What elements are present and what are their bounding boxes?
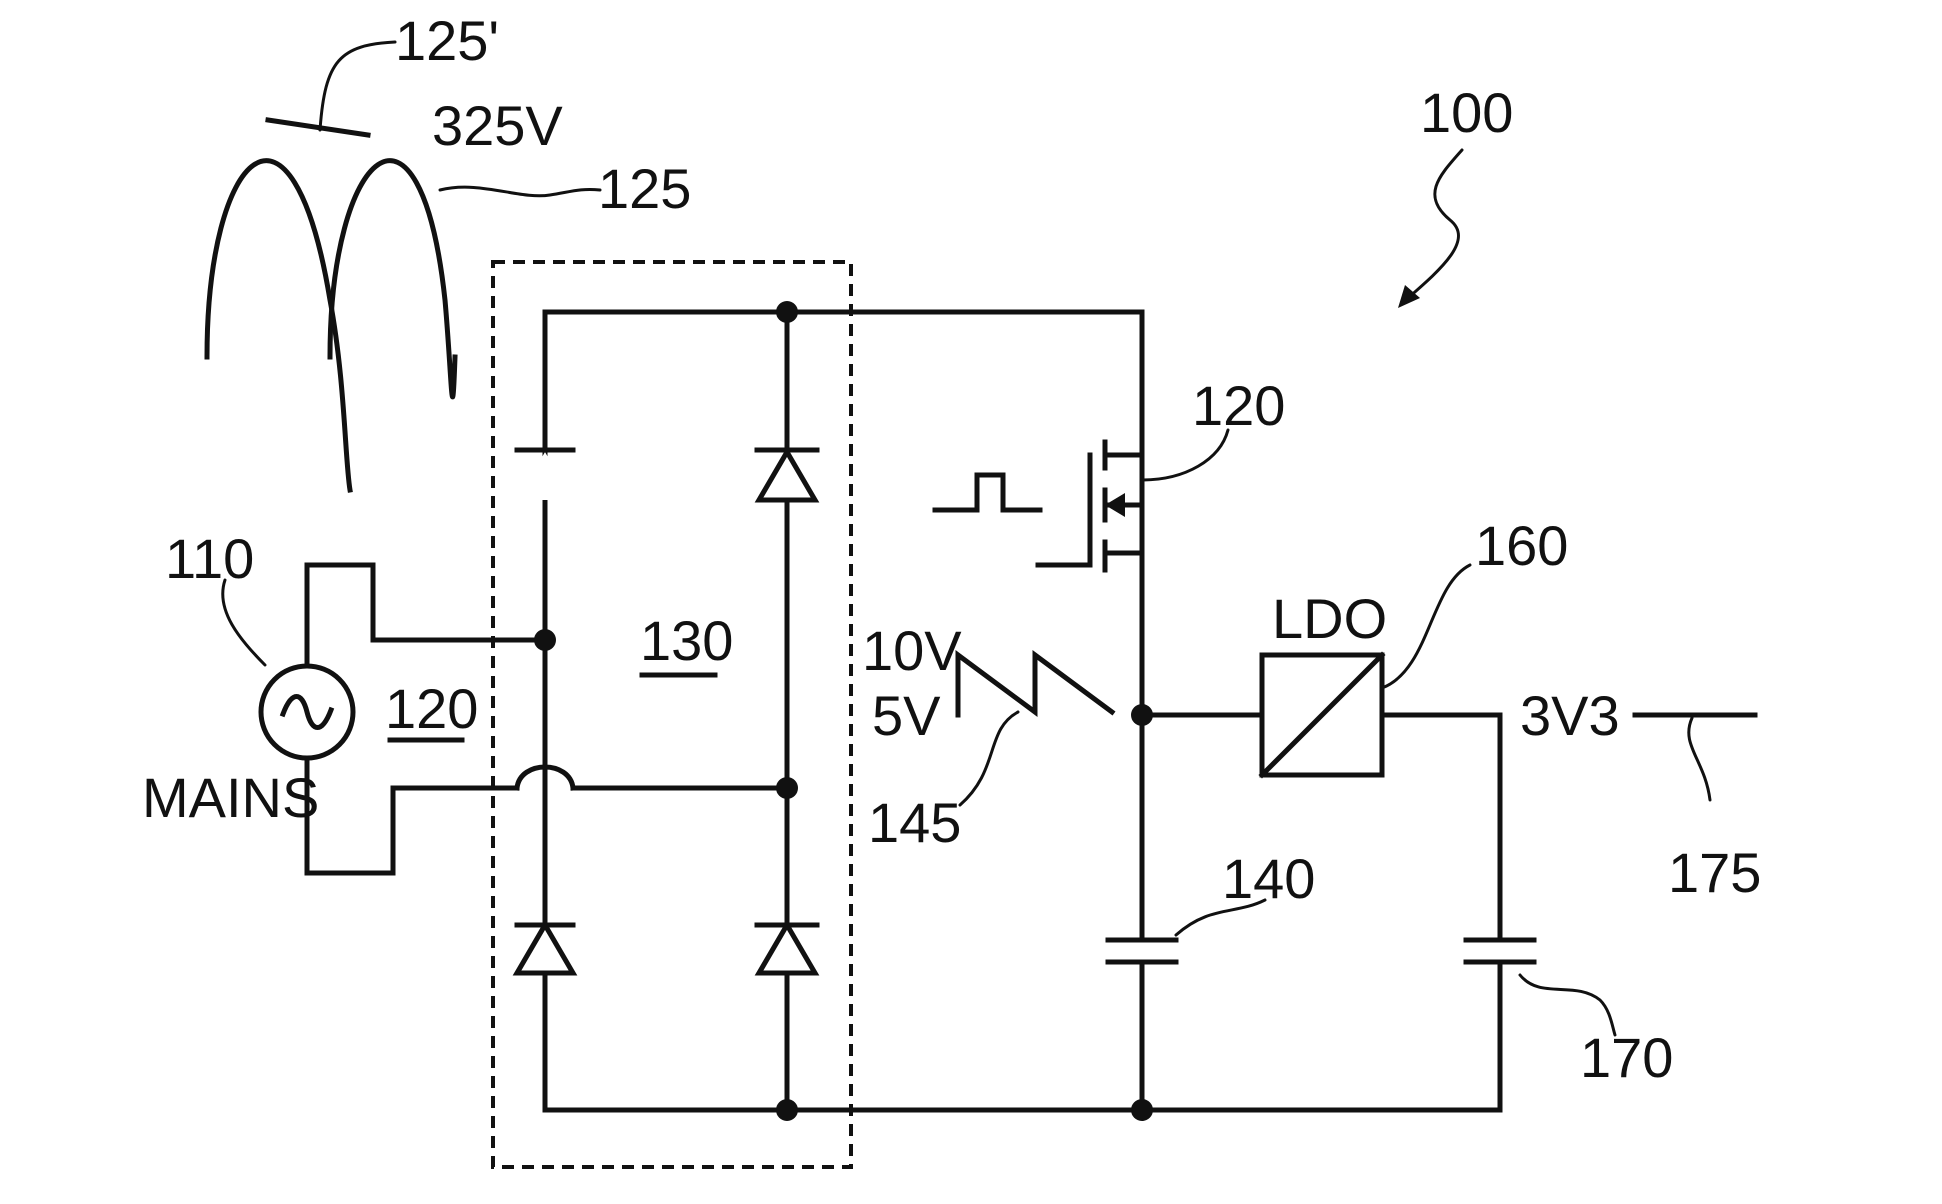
junction-right-leg <box>776 777 798 799</box>
comparator-label: 145 <box>868 791 961 854</box>
rectifier-label: 130 <box>640 609 733 672</box>
voltage-high-label: 10V <box>862 619 962 682</box>
comparator-symbol <box>958 655 1112 805</box>
hump-leader <box>320 42 395 130</box>
source-leader <box>223 580 265 665</box>
rectified-leader <box>440 187 600 196</box>
ldo-label: 160 <box>1475 514 1568 577</box>
reference-arrow <box>1398 150 1462 308</box>
ldo-name: LDO <box>1272 587 1387 650</box>
figure-reference-numeral: 100 <box>1420 81 1513 144</box>
diode-upper-left <box>517 450 573 500</box>
junction-top-rail <box>776 301 798 323</box>
switch-leader <box>1142 430 1228 480</box>
rectified-label: 125 <box>598 157 691 220</box>
mosfet-switch <box>935 430 1228 570</box>
output-voltage-label: 3V3 <box>1520 684 1620 747</box>
output-rail-label: 175 <box>1668 841 1761 904</box>
junction-bottom-rail-left <box>776 1099 798 1121</box>
diode-lower-left <box>517 925 573 973</box>
diode-upper-right <box>757 450 817 500</box>
hump-label: 125' <box>395 9 499 72</box>
peak-voltage-label: 325V <box>432 94 563 157</box>
voltage-low-label: 5V <box>872 684 941 747</box>
capacitor-140-label: 140 <box>1222 847 1315 910</box>
output-rail-leader <box>1689 718 1710 800</box>
ldo-leader <box>1382 565 1470 688</box>
output-rail <box>1635 715 1755 800</box>
junction-left-leg <box>534 629 556 651</box>
mains-label: MAINS <box>142 766 319 829</box>
capacitor-140 <box>1108 565 1265 1110</box>
diode-lower-right <box>757 925 817 973</box>
comparator-leader <box>960 712 1018 805</box>
source-label: 110 <box>165 527 254 590</box>
capacitor-170-label: 170 <box>1580 1026 1673 1089</box>
switch-label: 120 <box>1192 374 1285 437</box>
line-label: 120 <box>385 677 478 740</box>
